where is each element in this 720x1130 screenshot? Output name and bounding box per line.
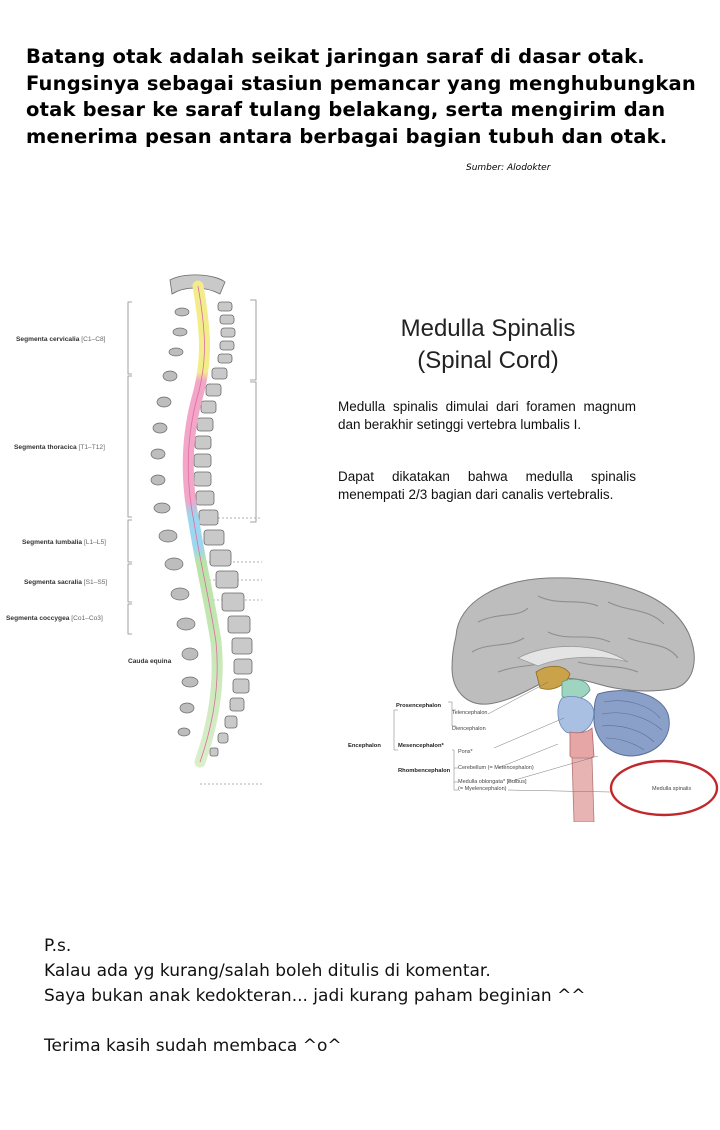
label-medulla-spinalis: Medulla spinalis — [652, 786, 692, 792]
segment-label-thoracic: Segmenta thoracica [T1–T12] — [14, 444, 105, 451]
intro-line: otak besar ke saraf tulang belakang, ser… — [26, 98, 666, 121]
intro-line: Fungsinya sebagai stasiun pemancar yang … — [26, 71, 696, 95]
segment-brackets — [127, 299, 257, 635]
postscript-line: Saya bukan anak kedokteran... jadi kuran… — [44, 986, 586, 1006]
spinal-cord-outline — [187, 285, 218, 763]
highlight-circle — [609, 759, 719, 817]
segment-label-cervical: Segmenta cervicalia [C1–C8] — [16, 336, 106, 343]
cauda-equina-label: Cauda equina — [128, 658, 172, 665]
diencephalon — [535, 665, 571, 690]
spine-illustration: Segmenta cervicalia [C1–C8] Segmenta tho… — [0, 272, 290, 820]
spinal-cord-paragraph-1: Medulla spinalis dimulai dari foramen ma… — [338, 399, 636, 432]
label-rhombencephalon: Rhombencephalon — [398, 768, 451, 774]
mesencephalon — [561, 678, 591, 700]
label-encephalon: Encephalon — [348, 743, 381, 749]
postscript-line — [44, 1009, 586, 1034]
intro-line: Batang otak adalah seikat jaringan saraf… — [26, 45, 645, 68]
brain-illustration: Encephalon Prosencephalon Mesencephalon*… — [348, 572, 720, 823]
segment-label-lumbar: Segmenta lumbalia [L1–L5] — [22, 539, 106, 546]
pons — [557, 696, 595, 735]
label-telencephalon: Telencephalon — [452, 710, 488, 716]
postscript-line: Terima kasih sudah membaca ^o^ — [44, 1036, 342, 1056]
label-leader-lines — [393, 681, 611, 793]
spinal-cord-paragraph-2: Dapat dikatakan bahwa medulla spinalis m… — [338, 469, 636, 502]
postscript: P.s. Kalau ada yg kurang/salah boleh dit… — [44, 934, 586, 1059]
corpus-callosum — [517, 646, 629, 667]
source-credit: Sumber: Alodokter — [466, 163, 551, 173]
label-prosencephalon: Prosencephalon — [396, 703, 442, 709]
postscript-line: P.s. — [44, 936, 72, 956]
spinal-cord-subtitle: (Spinal Cord) — [417, 347, 559, 374]
spinal-cord-title: Medulla Spinalis — [400, 315, 576, 342]
spinous-processes — [150, 307, 199, 737]
cerebellum — [593, 690, 670, 757]
medulla-spinalis — [571, 757, 595, 823]
segment-label-coccygeal: Segmenta coccygea [Co1–Co3] — [6, 615, 103, 622]
label-cerebellum: Cerebellum (= Metencephalon) — [458, 765, 534, 771]
label-medulla-oblongata: Medulla oblongata* [Bulbus] — [458, 779, 527, 785]
cerebellum-folia — [601, 700, 663, 751]
brain-diagram — [393, 577, 719, 823]
label-pons: Pons* — [458, 749, 473, 755]
label-diencephalon: Diencephalon — [452, 726, 486, 732]
intro-line: menerima pesan antara berbagai bagian tu… — [26, 124, 668, 148]
segment-label-sacral: Segmenta sacralia [S1–S5] — [24, 579, 108, 586]
label-mesencephalon: Mesencephalon* — [398, 743, 444, 749]
postscript-line: Kalau ada yg kurang/salah boleh ditulis … — [44, 961, 491, 981]
label-myelencephalon: (= Myelencephalon) — [458, 786, 507, 792]
vertebrae — [169, 274, 253, 757]
intro-paragraph: Batang otak adalah seikat jaringan saraf… — [26, 44, 696, 150]
spine-diagram — [127, 274, 262, 785]
medulla-oblongata — [569, 727, 595, 761]
